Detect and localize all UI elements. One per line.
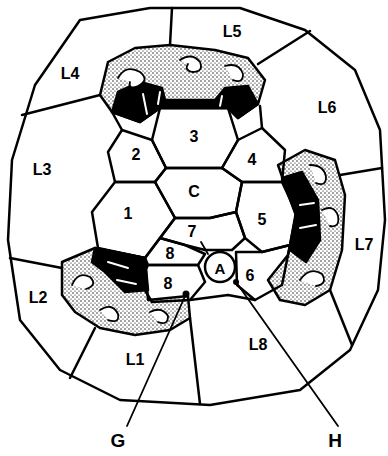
dark-region bbox=[92, 248, 148, 292]
cell-wall bbox=[10, 8, 382, 404]
leader-dot bbox=[183, 291, 190, 298]
stippled-region bbox=[268, 150, 345, 305]
white-line bbox=[108, 92, 316, 284]
cell-label: 5 bbox=[258, 212, 267, 228]
stippled-region bbox=[100, 45, 265, 122]
callout-letter: G bbox=[111, 431, 126, 450]
cell-label: L8 bbox=[249, 337, 268, 353]
cell-label: A bbox=[215, 261, 226, 276]
tick-line bbox=[201, 242, 208, 254]
cell-label: L7 bbox=[355, 237, 374, 253]
cell-label: 8 bbox=[164, 276, 173, 292]
cell-label: 8 bbox=[166, 246, 175, 262]
cell-label: L1 bbox=[126, 352, 145, 368]
cell-label: L2 bbox=[29, 290, 48, 306]
leader-line bbox=[127, 282, 338, 426]
cell-label: 7 bbox=[188, 224, 197, 240]
cell-label: 1 bbox=[124, 206, 133, 222]
callout-letter: H bbox=[328, 431, 342, 450]
cell-wall bbox=[92, 108, 296, 302]
outer-wall bbox=[8, 8, 385, 405]
curly-wall bbox=[72, 56, 338, 323]
cell-label: 4 bbox=[248, 152, 257, 168]
cell-label: 6 bbox=[246, 268, 255, 284]
dark-region bbox=[282, 172, 320, 262]
cell-label: L6 bbox=[318, 100, 337, 116]
cell-label: L3 bbox=[33, 162, 52, 178]
cell-label: 2 bbox=[132, 147, 141, 163]
cell-label: 3 bbox=[190, 129, 199, 145]
cell-label: C bbox=[188, 184, 200, 200]
cell-label: L4 bbox=[61, 66, 80, 82]
leader-dot bbox=[233, 279, 239, 285]
cell-label: L5 bbox=[223, 24, 242, 40]
